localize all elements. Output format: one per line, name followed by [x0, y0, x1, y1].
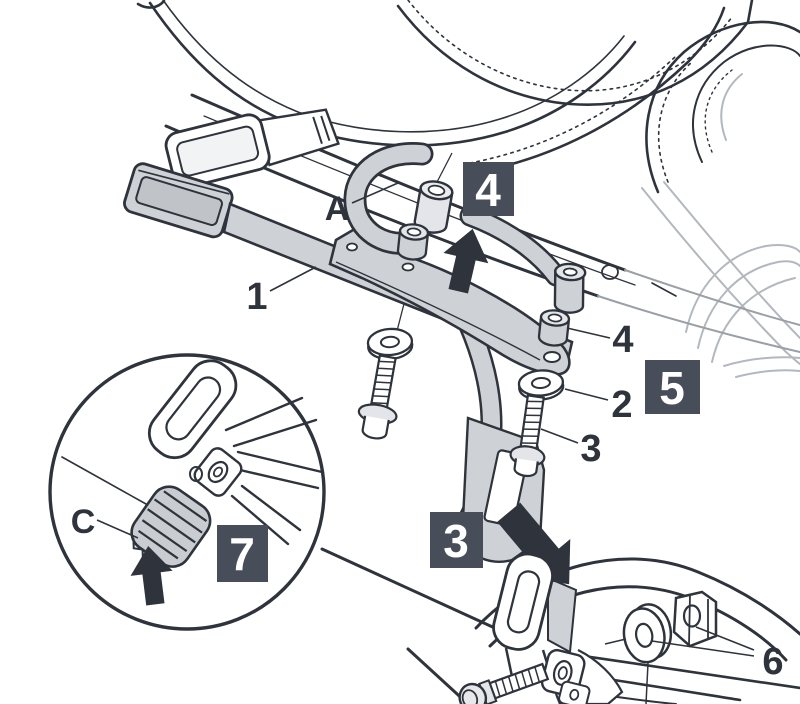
- step-badges: 4 5 3 7: [217, 162, 700, 582]
- carrier-arm-end-cap: [123, 162, 234, 239]
- seat-outline: [136, 0, 800, 194]
- bolt-rear: [509, 394, 546, 478]
- step-badge-4-number: 4: [475, 164, 501, 216]
- spacer-rear: [537, 309, 571, 347]
- spacer-front: [396, 223, 430, 261]
- rear-mount-boss: [553, 262, 587, 314]
- grab-bracket: [164, 108, 340, 189]
- arrow-up-rear-mount: [443, 228, 489, 294]
- footpeg-bolt: [458, 662, 550, 704]
- plate-front-hole: [346, 242, 358, 252]
- step-badge-7: 7: [217, 525, 268, 582]
- cap-pointer-line: [61, 456, 147, 505]
- seat-stitching-2: [469, 55, 677, 164]
- circle-pointer-lines: [320, 547, 499, 704]
- label-4: 4: [612, 319, 633, 361]
- rail-hole: [601, 264, 619, 280]
- leader-lines: [96, 182, 755, 657]
- carrier-mounting-plate: [328, 225, 571, 376]
- plate-center-hole: [401, 262, 415, 272]
- part-labels: A 1 2 3 4 6 C: [71, 190, 784, 683]
- step-badge-7-number: 7: [229, 528, 255, 580]
- hanger-slot-inner: [506, 570, 541, 634]
- footpeg-bracket-zoom: [61, 359, 324, 546]
- hook-bracket-a: [346, 144, 431, 252]
- hanger-slot-inner: [165, 376, 222, 441]
- washer-leader-down: [645, 662, 649, 704]
- arrow-down-lower-bracket: [497, 502, 571, 585]
- washer-6: [622, 603, 673, 664]
- bolt-front: [357, 354, 398, 440]
- washer-front: [366, 327, 414, 361]
- footpeg-hanger: [458, 552, 718, 704]
- step-badge-4: 4: [463, 162, 514, 216]
- plate-rear-hole: [543, 351, 561, 363]
- step-badge-5-number: 5: [659, 362, 685, 414]
- step-badge-5: 5: [645, 360, 700, 414]
- carrier-parts: [123, 142, 587, 654]
- step-badge-3-number: 3: [443, 515, 469, 567]
- seat-stitching: [407, 0, 734, 92]
- washer-rear: [517, 369, 565, 401]
- arrows: [130, 228, 571, 606]
- arrow-up-footpeg-cap: [130, 545, 173, 606]
- label-2: 2: [611, 384, 632, 426]
- step-badge-3: 3: [430, 512, 483, 568]
- footpeg-pivot: [193, 447, 243, 497]
- label-3: 3: [580, 428, 601, 470]
- label-a: A: [325, 190, 350, 228]
- label-c: C: [71, 503, 96, 541]
- label-1: 1: [246, 276, 267, 318]
- hanger-corner-detail: [558, 680, 591, 704]
- rear-cowl: [645, 20, 800, 194]
- carrier-rear-arm: [462, 208, 564, 284]
- tail-vent-line: [685, 243, 800, 333]
- nut-6: [672, 590, 718, 648]
- bracket-tab-behind-hanger: [547, 576, 578, 654]
- label-6: 6: [762, 641, 783, 683]
